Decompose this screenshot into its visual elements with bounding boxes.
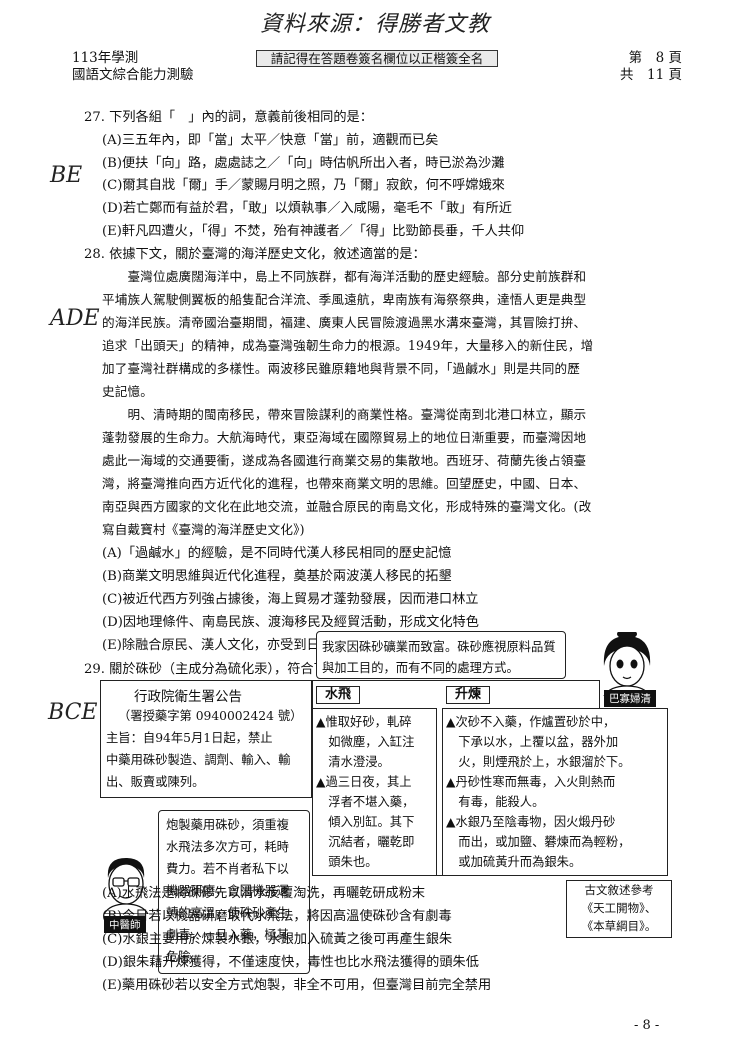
q28-passage-line: 灣，將臺灣推向西方近代化的進程，也帶來商業文明的思維。回望歷史，中國、日本、	[102, 476, 587, 491]
reference-line: 古文敘述參考	[584, 883, 654, 897]
page-number: - 8 -	[634, 1018, 660, 1033]
doctor-line: 水飛法多次方可，耗時	[166, 840, 289, 854]
q28-option-c: (C)被近代西方列強占據後，海上貿易才蓬勃發展，因而港口林立	[102, 592, 479, 607]
health-dept-announcement	[100, 680, 312, 798]
doctor-line: 費力。若不肖者私下以	[166, 862, 289, 876]
shuifei-line: 清水澄浸。	[316, 755, 390, 769]
source-handwritten-note: 資料來源：得勝者文教	[260, 12, 491, 37]
handwritten-answer-q28: ADE	[50, 306, 100, 331]
q28-option-a: (A)「過鹹水」的經驗，是不同時代漢人移民相同的歷史記憶	[102, 546, 452, 561]
header-right: 第 8 頁 共 11 頁	[612, 50, 682, 84]
merchant-line: 與加工目的，而有不同的處理方式。	[322, 661, 519, 675]
q28-passage-line: 蓬勃發展的生命力。大航海時代，東亞海域在國際貿易上的地位日漸重要，而臺灣因地	[102, 430, 587, 445]
shenglian-line: 或加硫黃升而為銀朱。	[446, 855, 582, 869]
doctor-line: 炮製藥用硃砂，須重複	[166, 818, 289, 832]
shenglian-line: 有毒，能殺人。	[446, 795, 545, 809]
q28-option-d: (D)因地理條件、南島民族、渡海移民及經貿活動，形成文化特色	[102, 615, 479, 630]
q29-option-c: (C)水銀主要用於煉製水銀，水銀加入硫黃之後可再產生銀朱	[102, 932, 453, 947]
exam-subject: 國語文綜合能力測驗	[72, 67, 194, 83]
q27-option-d: (D)若亡鄭而有益於君，「敢」以煩執事／入咸陽，毫毛不「敢」有所近	[102, 201, 512, 216]
q27-stem: 27. 下列各組「 」內的詞，意義前後相同的是：	[84, 110, 373, 125]
handwritten-answer-q29: BCE	[48, 700, 98, 725]
doctor-line: 機器研磨，會因機器運	[166, 884, 289, 898]
q28-option-b: (B)商業文明思維與近代化進程，奠基於兩波漢人移民的拓墾	[102, 569, 452, 584]
q28-passage-line: 史記憶。	[102, 384, 153, 399]
header-left: 113年學測 國語文綜合能力測驗	[72, 50, 194, 84]
shuifei-panel	[312, 708, 437, 876]
shenglian-line: ▲丹砂性寒而無毒，入火則熱而	[446, 775, 616, 789]
q27-option-a: (A)三五年內，即「當」太平／快意「當」前，適觀而已矣	[102, 133, 439, 148]
announcement-line: 主旨：自94年5月1日起，禁止	[106, 731, 273, 745]
shenglian-line: 下承以水，上覆以盆，器外加	[446, 735, 619, 749]
merchant-line: 我家因硃砂礦業而致富。硃砂應視原料品質	[322, 640, 556, 654]
doctor-speech-bubble	[158, 810, 310, 974]
page-indicator: 第 8 頁	[628, 50, 682, 66]
q27-option-c: (C)爾其自戕「爾」手／蒙賜月明之照，乃「爾」寂飲，何不呼嫦娥來	[102, 178, 505, 193]
doctor-line: 劇毒，一旦入藥，極其	[166, 928, 289, 942]
shuifei-line: 沉結者，曬乾即	[316, 835, 415, 849]
q28-passage-line: 處此一海域的交通要衝，遂成為各國進行商業交易的集散地。西班牙、荷蘭先後占領臺	[102, 453, 587, 468]
q29-option-e: (E)藥用硃砂若以安全方式炮製，非全不可用，但臺灣目前完全禁用	[102, 978, 492, 993]
shuifei-line: ▲過三日夜，其上	[316, 775, 412, 789]
total-pages: 共 11 頁	[620, 67, 682, 83]
reference-line: 《本草綱目》。	[581, 919, 657, 933]
shenglian-line: 而出，或加鹽、礬煉而為輕粉，	[446, 835, 631, 849]
doctor-line: 危險。	[166, 950, 203, 964]
doctor-line: 轉的高溫，使硃砂產生	[166, 906, 289, 920]
announcement-line: 中藥用硃砂製造、調劑、輸入、輸	[106, 753, 291, 767]
q29-option-d: (D)銀朱藉升煉獲得，不僅速度快，毒性也比水飛法獲得的頭朱低	[102, 955, 479, 970]
q28-passage-line: 的海洋民族。清帝國治臺期間，福建、廣東人民冒險渡過黑水溝來臺灣，其冒險打拚、	[102, 315, 587, 330]
reference-note: 古文敘述參考 《天工開物》、 《本草綱目》。	[566, 880, 672, 938]
shenglian-line: ▲水銀乃至陰毒物，因火煅丹砂	[446, 815, 616, 829]
shenglian-panel	[442, 708, 668, 876]
q28-passage-line: 加了臺灣社群構成的多樣性。兩波移民雖原籍地與背景不同，「過鹹水」則是共同的歷	[102, 361, 580, 376]
q29-option-a: (A)水飛法是將硃砂先以清水反覆淘洗，再曬乾研成粉末	[102, 886, 426, 901]
q28-passage-line: 明、清時期的閩南移民，帶來冒險謀利的商業性格。臺灣從南到北港口林立，顯示	[102, 407, 587, 422]
announcement-title: 行政院衛生署公告	[134, 689, 242, 705]
q28-passage-line: 臺灣位處廣闊海洋中，島上不同族群，都有海洋活動的歷史經驗。部分史前族群和	[102, 269, 587, 284]
q27-option-e: (E)軒凡四遭火，「得」不焚，殆有神護者／「得」比勁節長垂，千人共仰	[102, 224, 525, 239]
merchant-name-tag: 巴寡婦清	[604, 690, 656, 707]
exam-year: 113年學測	[72, 50, 139, 66]
signature-notice: 請記得在答題卷簽名欄位以正楷簽全名	[256, 50, 498, 67]
announcement-ref: （署授藥字第 0940002424 號）	[118, 709, 303, 723]
q28-passage-line: 追求「出頭天」的精神，成為臺灣強韌生命力的根源。1949年，大量移入的新住民，增	[102, 338, 594, 353]
shuifei-line: 傾入別缸。其下	[316, 815, 415, 829]
q27-option-b: (B)便扶「向」路，處處誌之／「向」時估帆所出入者，時已淤為沙灘	[102, 156, 505, 171]
q28-passage-line: 南亞與西方國家的文化在此地交流，並融合原民的南島文化，形成特殊的臺灣文化。(改	[102, 499, 592, 514]
doctor-portrait-icon	[103, 858, 149, 914]
shenglian-title: 升煉	[446, 686, 490, 704]
handwritten-answer-q27: BE	[50, 163, 83, 188]
announcement-line: 出、販賣或陳列。	[106, 775, 205, 789]
shenglian-line: ▲次砂不入藥，作爐置砂於中，	[446, 715, 616, 729]
shuifei-title: 水飛	[316, 686, 360, 704]
q28-passage-line: 寫自戴寶村《臺灣的海洋歷史文化》)	[102, 522, 305, 537]
shuifei-line: 浮者不堪入藥，	[316, 795, 415, 809]
shenglian-line: 火，則煙飛於上，水銀溜於下。	[446, 755, 631, 769]
shuifei-line: 頭朱也。	[316, 855, 378, 869]
q28-passage-line: 平埔族人駕駛側翼板的船隻配合洋流、季風遠航，卑南族有海祭祭典，達悟人更是典型	[102, 292, 587, 307]
doctor-name-tag: 中醫師	[104, 916, 146, 933]
merchant-portrait-icon	[603, 632, 651, 696]
reference-line: 《天工開物》、	[581, 901, 657, 915]
shuifei-line: ▲惟取好砂，軋碎	[316, 715, 412, 729]
q28-stem: 28. 依據下文，關於臺灣的海洋歷史文化，敘述適當的是：	[84, 247, 426, 262]
shuifei-line: 如微塵，入缸注	[316, 735, 415, 749]
merchant-speech-bubble	[316, 631, 566, 679]
q29-option-b: (B)今日若以機器研磨取代水飛法，將因高溫使硃砂含有劇毒	[102, 909, 452, 924]
